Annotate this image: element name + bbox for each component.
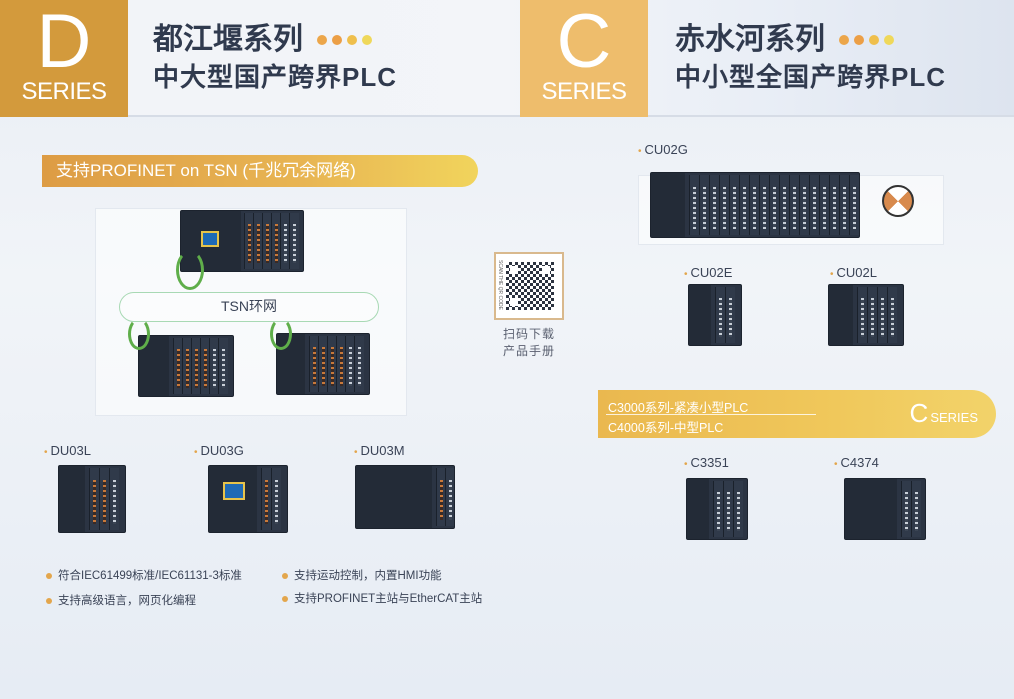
c-series-title: 赤水河系列 [675, 23, 825, 56]
product-label-du03l: •DU03L [44, 443, 91, 458]
product-label-c3351: •C3351 [684, 455, 729, 470]
d-series-badge: D SERIES [0, 0, 128, 117]
feature-item: 符合IEC61499标准/IEC61131-3标准 [46, 567, 242, 583]
feature-item: 支持运动控制，内置HMI功能 [282, 567, 442, 583]
tsn-ring-label: TSN环网 [119, 292, 379, 322]
tsn-feature-banner: 支持PROFINET on TSN (千兆冗余网络) [42, 155, 478, 187]
network-cable-icon [270, 318, 292, 350]
c-series-label: SERIES [541, 78, 627, 105]
product-label-du03g: •DU03G [194, 443, 244, 458]
d-series-letter: D [36, 0, 92, 84]
c-series-letter: C [556, 0, 612, 84]
d-series-subtitle: 中大型国产跨界PLC [153, 62, 398, 92]
product-label-cu02g: •CU02G [638, 142, 688, 157]
du03m-device-image [355, 465, 455, 529]
product-label-du03m: •DU03M [354, 443, 405, 458]
c-series-badge: C SERIES [520, 0, 648, 117]
cu02g-device-image [650, 172, 860, 238]
c4374-device-image [844, 478, 926, 540]
c3351-device-image [686, 478, 748, 540]
network-cable-icon [128, 318, 150, 350]
qr-code[interactable]: SCAN THE QR CODE [494, 252, 564, 320]
c3000-line: C3000系列-紧凑小型PLC [608, 401, 749, 415]
decorative-dots-icon [839, 35, 894, 45]
decorative-dots-icon [317, 35, 372, 45]
cu02l-device-image [828, 284, 904, 346]
du03g-device-image [208, 465, 288, 533]
feature-item: 支持PROFINET主站与EtherCAT主站 [282, 590, 482, 606]
qr-code-icon [506, 262, 554, 310]
plc-device-image [276, 333, 370, 395]
divider [606, 414, 816, 415]
header-band [0, 0, 1014, 117]
network-cable-icon [176, 250, 204, 290]
c-series-title-block: 赤水河系列 中小型全国产跨界PLC [675, 22, 946, 94]
d-series-title-block: 都江堰系列 中大型国产跨界PLC [153, 22, 397, 94]
d-series-title: 都江堰系列 [153, 23, 303, 56]
plc-device-image [138, 335, 234, 397]
c-series-subtitle: 中小型全国产跨界PLC [675, 62, 947, 92]
c4000-line: C4000系列-中型PLC [608, 421, 724, 435]
product-label-cu02l: •CU02L [830, 265, 877, 280]
d-series-label: SERIES [21, 78, 107, 105]
qr-side-text: SCAN THE QR CODE [497, 260, 503, 310]
product-label-c4374: •C4374 [834, 455, 879, 470]
du03l-device-image [58, 465, 126, 533]
cu02e-device-image [688, 284, 742, 346]
qr-caption: 扫码下载 产品手册 [502, 327, 555, 358]
product-label-cu02e: •CU02E [684, 265, 733, 280]
feature-item: 支持高级语言，网页化编程 [46, 592, 196, 608]
